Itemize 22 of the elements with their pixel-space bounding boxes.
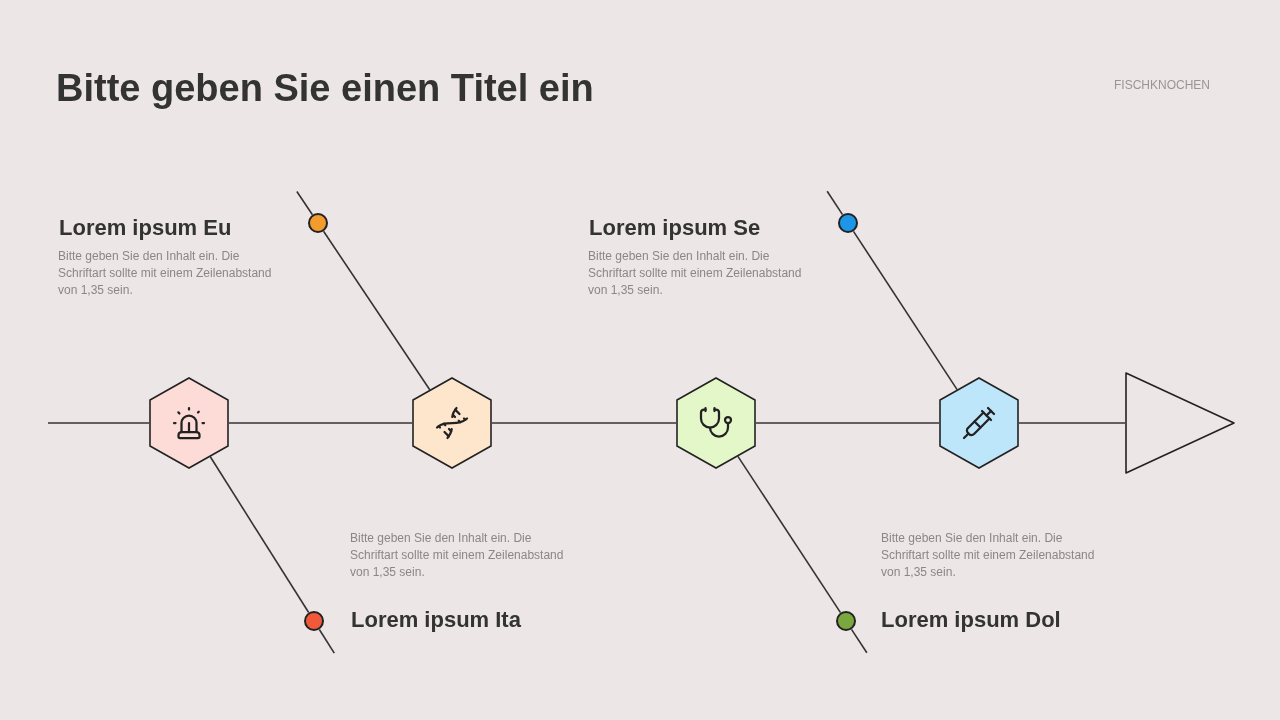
bone-line bbox=[228, 422, 413, 424]
heading-text: Lorem ipsum Ita bbox=[351, 606, 522, 634]
body-text: Bitte geben Sie den Inhalt ein. Die Schriftart sollte mit einem Zeilenabstand von 1,35 sein. bbox=[58, 248, 273, 299]
body-text: Bitte geben Sie den Inhalt ein. Die Schriftart sollte mit einem Zeilenabstand von 1,35 sein. bbox=[881, 530, 1096, 581]
hexagon-node bbox=[412, 377, 492, 469]
heading-text: Lorem ipsum Se bbox=[589, 214, 762, 242]
bone-line bbox=[47, 422, 150, 424]
hexagon-node bbox=[939, 377, 1019, 469]
bone-line bbox=[491, 422, 677, 424]
hexagon-node bbox=[149, 377, 229, 469]
bone-line bbox=[737, 455, 842, 614]
tag-text: FISCHKNOCHEN bbox=[1113, 77, 1210, 94]
body-text: Bitte geben Sie den Inhalt ein. Die Schriftart sollte mit einem Zeilenabstand von 1,35 sein. bbox=[588, 248, 803, 299]
heading-text: Lorem ipsum Eu bbox=[59, 214, 233, 242]
body-text: Bitte geben Sie den Inhalt ein. Die Schriftart sollte mit einem Zeilenabstand von 1,35 sein. bbox=[350, 530, 565, 581]
hexagon-node bbox=[676, 377, 756, 469]
title: Bitte geben Sie einen Titel ein bbox=[56, 66, 594, 111]
heading-text: Lorem ipsum Dol bbox=[881, 606, 1062, 634]
arrow-head-triangle bbox=[1124, 371, 1236, 475]
bone-line bbox=[755, 422, 940, 424]
bone-line bbox=[209, 455, 310, 614]
bone-line bbox=[1018, 422, 1126, 424]
